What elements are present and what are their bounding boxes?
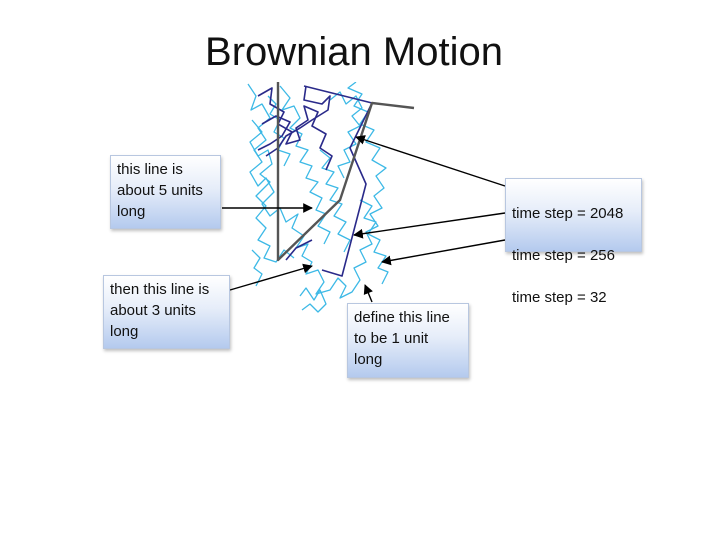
- arrows: [222, 137, 505, 302]
- callout-3-units: then this line is about 3 units long: [103, 275, 230, 349]
- time-step-32-label: time step = 32: [512, 287, 635, 308]
- arrow-step-32: [382, 240, 505, 262]
- arrow-1-unit: [365, 285, 372, 302]
- walk-path-step-2048: [278, 82, 414, 260]
- time-step-256-label: time step = 256: [512, 245, 635, 266]
- arrow-3-units: [230, 266, 312, 290]
- time-step-2048-label: time step = 2048: [512, 203, 635, 224]
- callout-time-steps: time step = 2048 time step = 256 time st…: [505, 178, 642, 252]
- callout-1-unit: define this line to be 1 unit long: [347, 303, 469, 378]
- callout-5-units: this line is about 5 units long: [110, 155, 221, 229]
